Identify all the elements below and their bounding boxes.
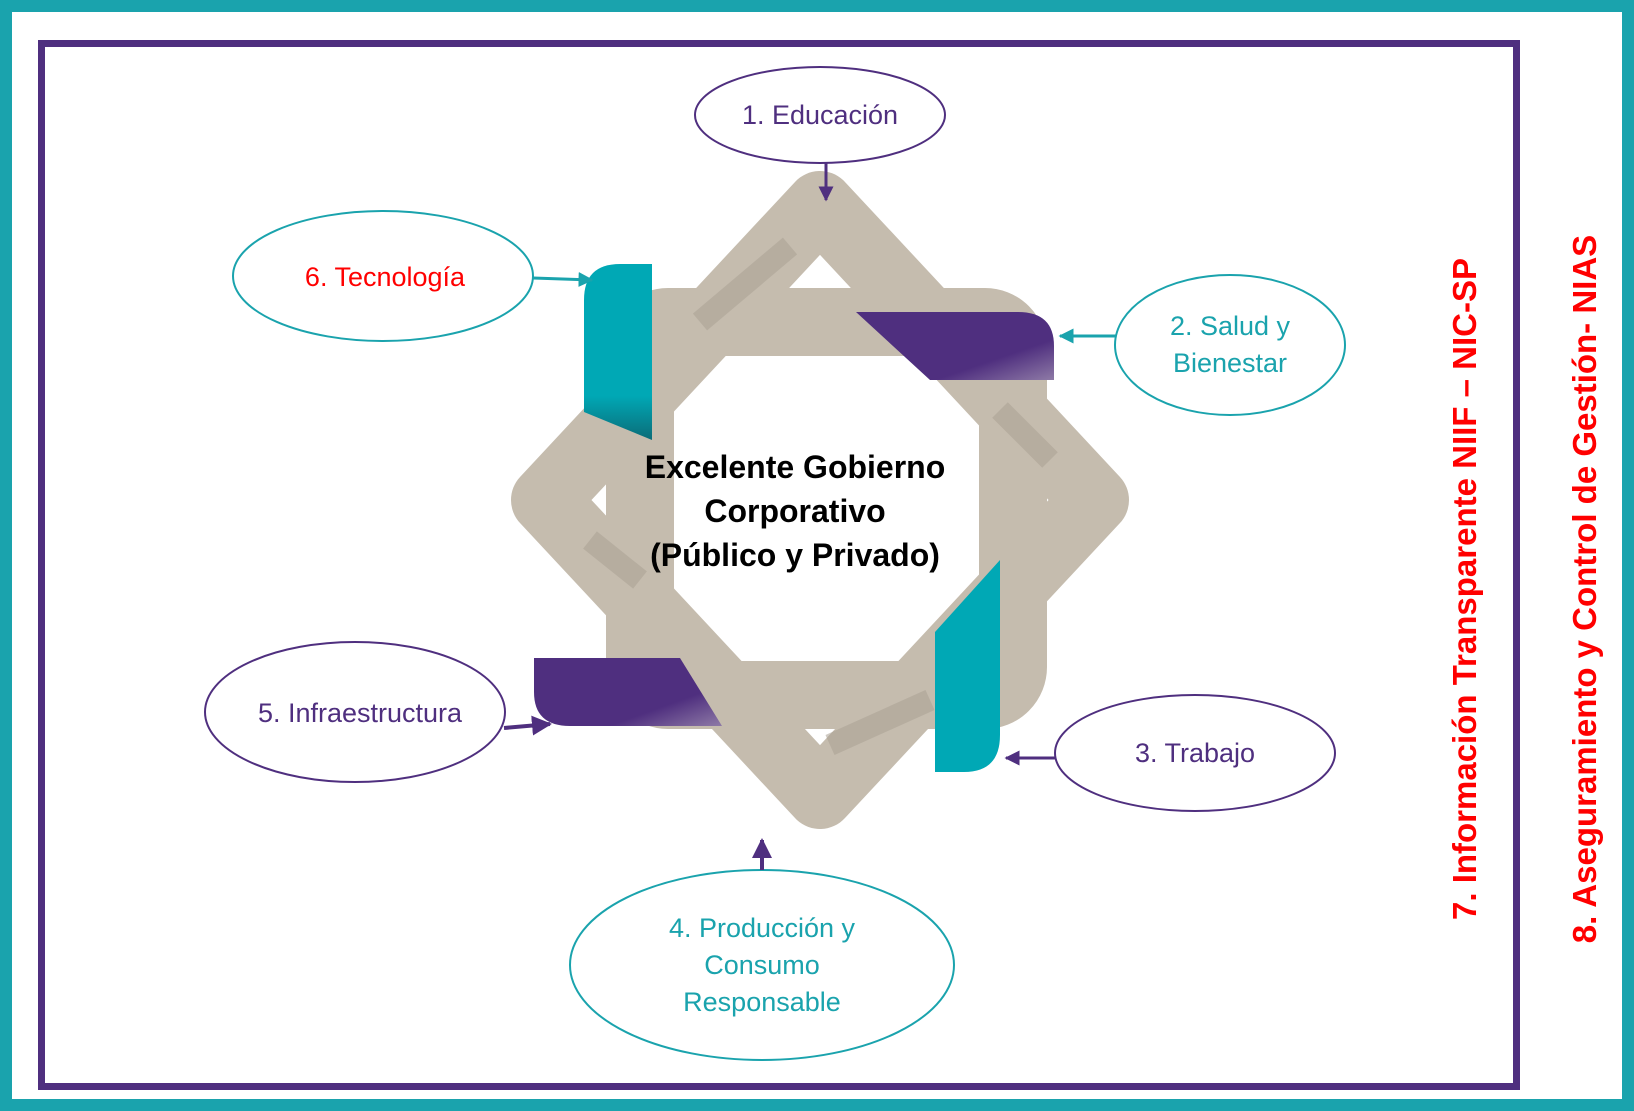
square-band <box>606 288 1047 729</box>
node-label-salud: 2. Salud y Bienestar <box>1169 311 1291 378</box>
shade-accent <box>992 402 1058 468</box>
purple-segment-top-right <box>856 312 1054 380</box>
side-label-niif: 7. Información Transparente NIIF – NIC-S… <box>1446 258 1483 920</box>
ellipse-salud <box>1114 274 1346 416</box>
node-label-produccion: 4. Producción y Consumo Responsable <box>668 912 856 1017</box>
teal-segment-top-left <box>584 264 652 440</box>
node-label-educacion: 1. Educación <box>741 99 899 130</box>
shade-accent <box>692 237 798 331</box>
octagram-ribbon <box>511 171 1129 829</box>
ellipse-tecnologia <box>232 210 534 342</box>
center-title: Excelente Gobierno Corporativo (Público … <box>644 449 946 573</box>
side-label-nias: 8. Aseguramiento y Control de Gestión- N… <box>1566 234 1603 944</box>
shade-accent <box>825 689 935 756</box>
node-label-trabajo: 3. Trabajo <box>1134 737 1256 768</box>
teal-segment-bottom-right <box>935 560 1000 772</box>
node-label-tecnologia: 6. Tecnología <box>304 261 466 292</box>
shade-accent <box>583 531 647 589</box>
ellipse-infraestructura <box>204 641 506 783</box>
ellipse-trabajo <box>1054 694 1336 812</box>
arrow-tecnologia <box>532 272 594 288</box>
arrow-infraestructura <box>503 715 552 736</box>
node-label-infraestructura: 5. Infraestructura <box>257 697 463 728</box>
purple-segment-bottom-left <box>534 658 722 726</box>
ellipse-educacion <box>694 66 946 164</box>
